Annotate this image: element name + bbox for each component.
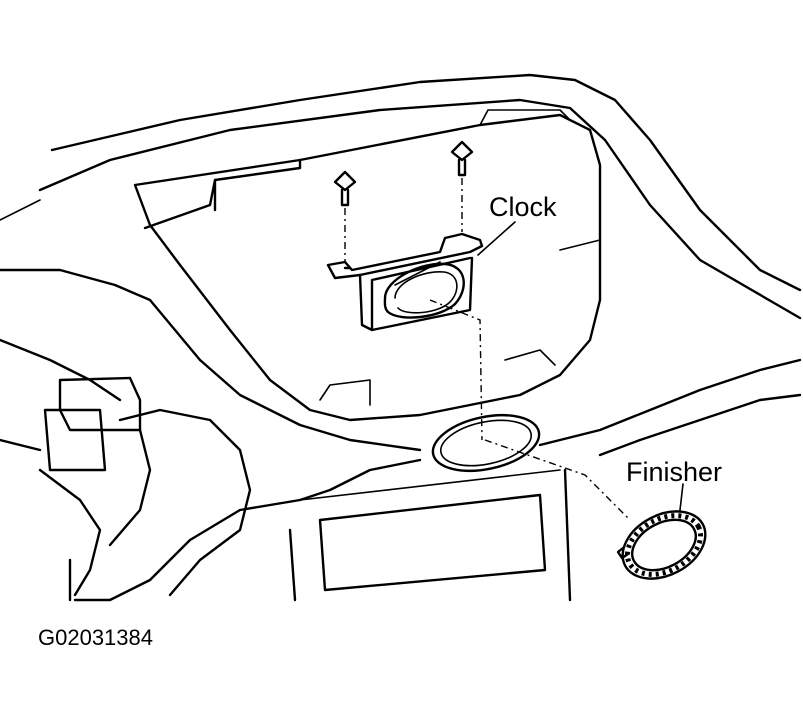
screw-left <box>333 170 357 207</box>
clock-guide-line <box>429 299 483 441</box>
clock-unit <box>326 232 484 332</box>
finisher-opening <box>431 414 541 472</box>
clock-leader-line <box>477 221 516 256</box>
finisher-ring <box>616 510 707 580</box>
finisher-label: Finisher <box>626 457 722 487</box>
finisher-guide-line <box>484 439 631 521</box>
figure-code: G02031384 <box>38 625 153 650</box>
dashboard-outline <box>0 73 802 602</box>
clock-recess-panel <box>133 109 602 422</box>
clock-label: Clock <box>489 192 557 222</box>
finisher-leader-line <box>679 483 684 511</box>
screw-right <box>450 140 474 177</box>
